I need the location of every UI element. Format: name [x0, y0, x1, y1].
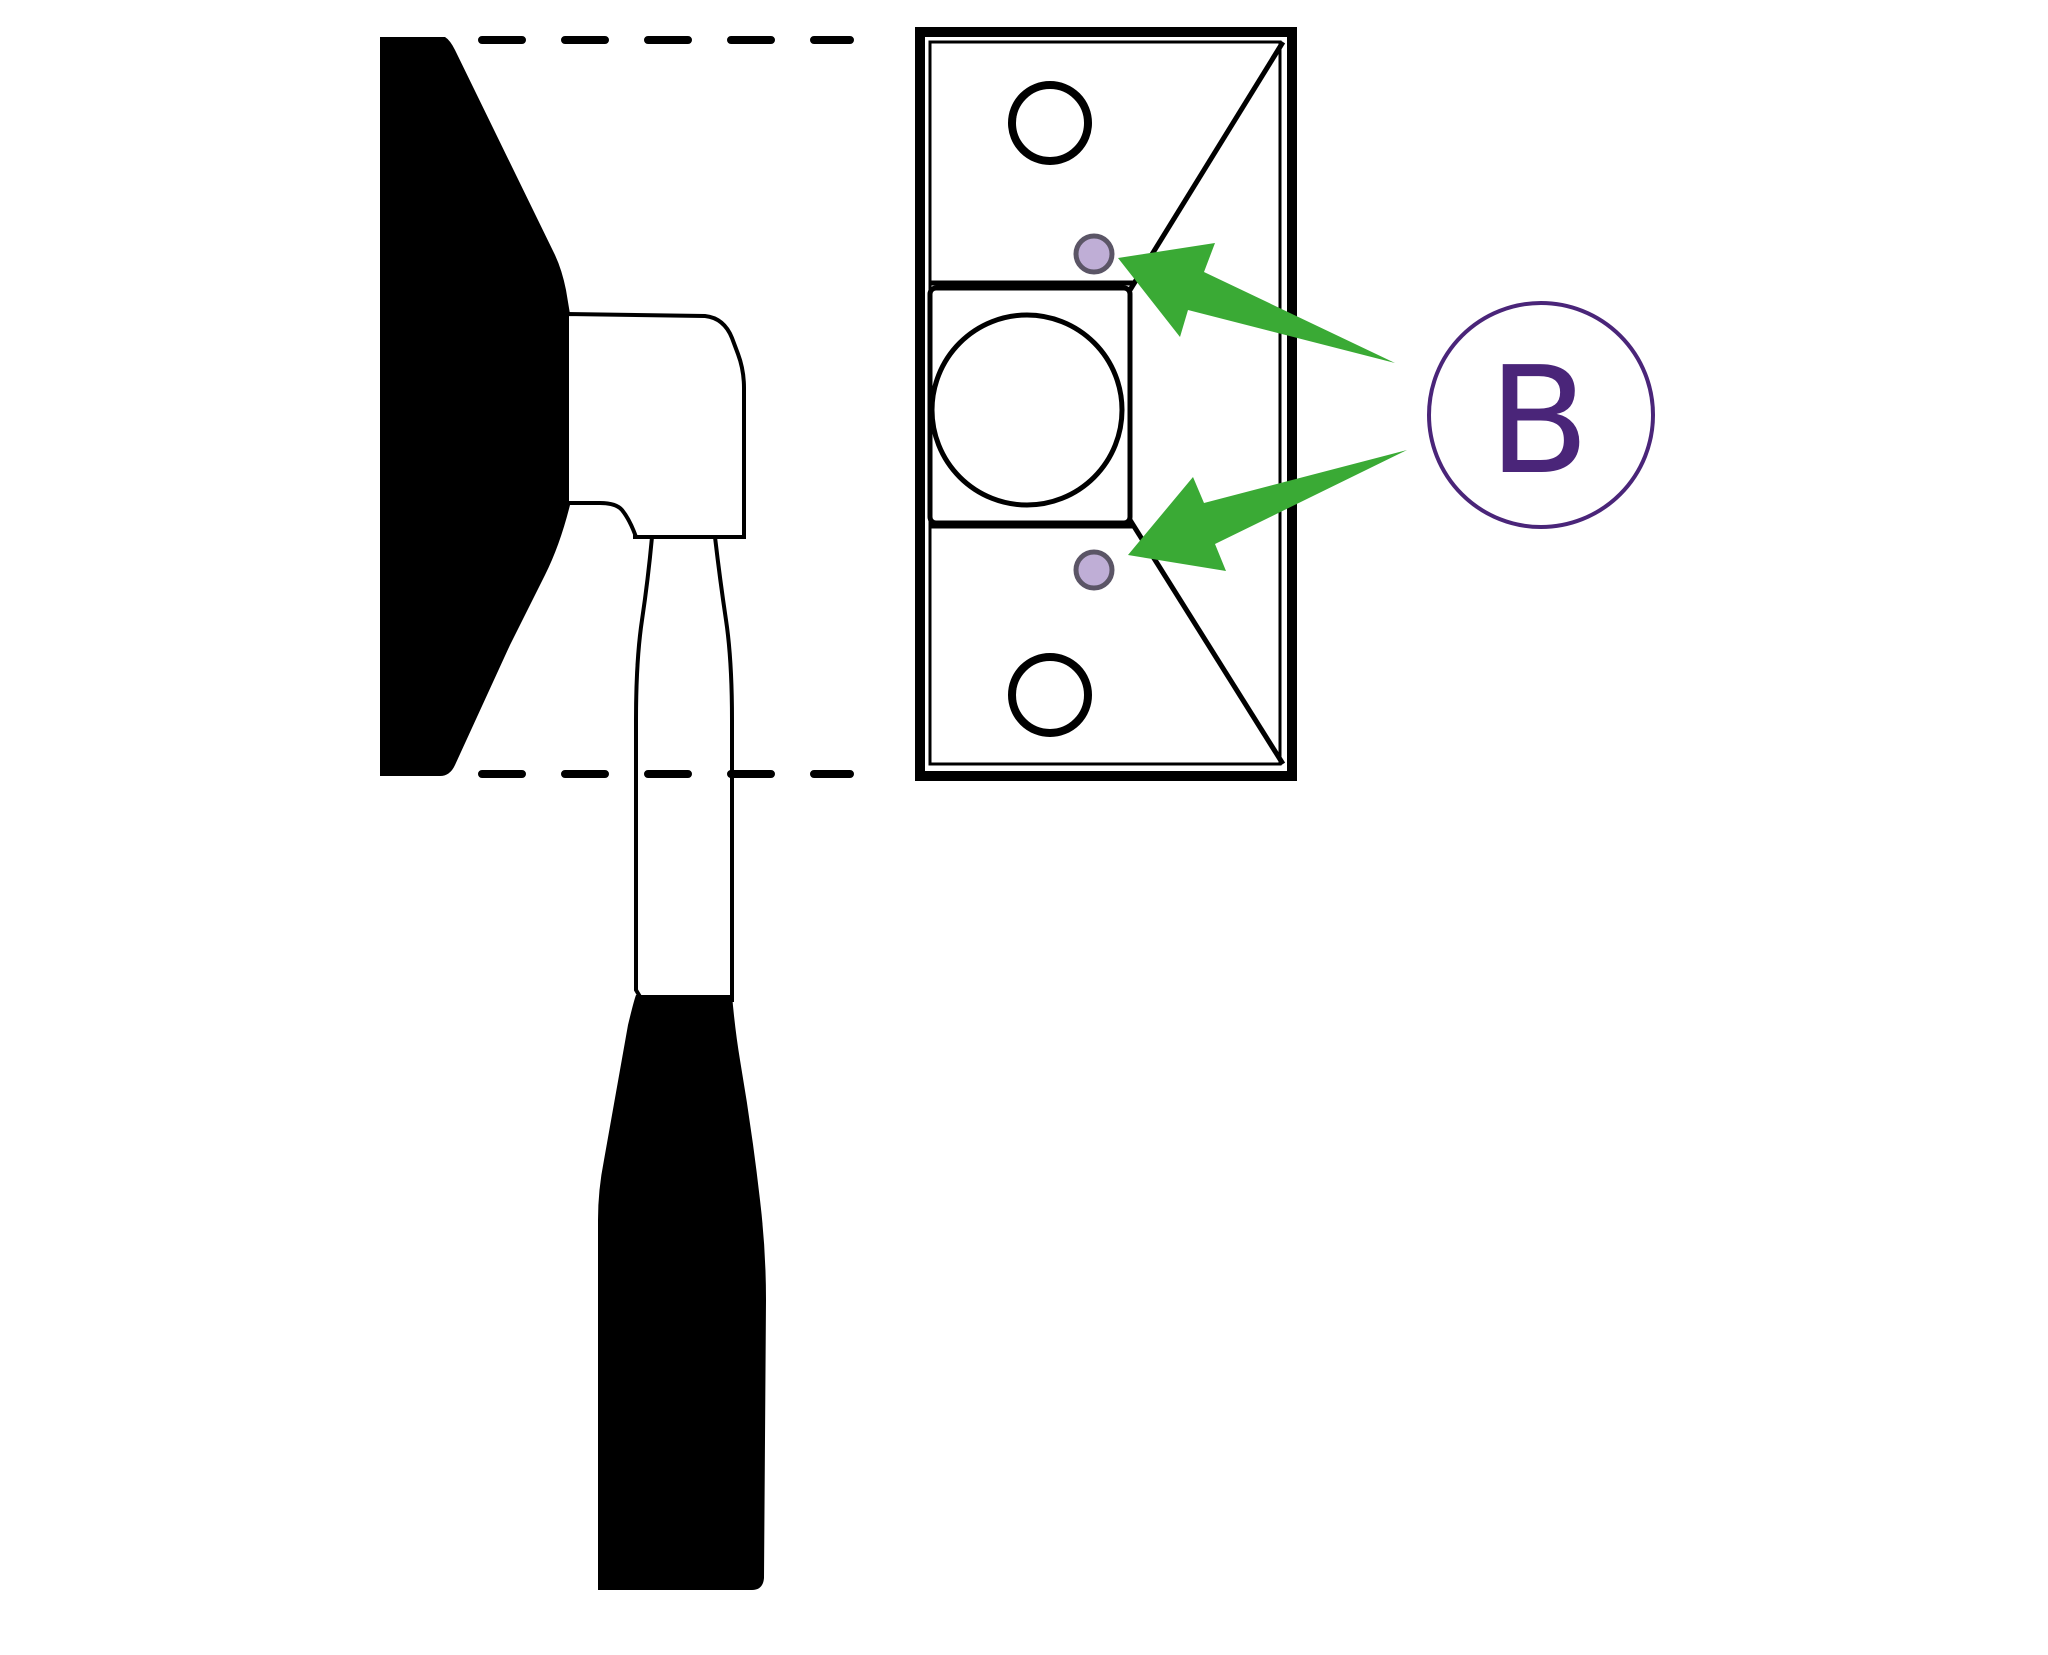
front-view-diagonal-lower	[1127, 518, 1286, 766]
side-view-stem	[633, 535, 734, 1002]
location-markers	[1073, 233, 1115, 591]
callout-circle	[1427, 301, 1655, 529]
side-view-handle	[598, 995, 766, 1590]
front-view-mounting-hole-top	[1008, 81, 1092, 165]
location-marker-upper	[1073, 233, 1115, 275]
front-view	[915, 27, 1297, 781]
side-view-base-plate	[380, 37, 570, 776]
front-view-mounting-hole-bottom	[1008, 653, 1092, 737]
pointer-arrows	[1118, 243, 1407, 571]
callout-label: B	[1488, 335, 1590, 507]
side-view	[380, 37, 766, 1590]
front-view-frame	[915, 27, 1297, 781]
front-view-center-boss	[927, 285, 1133, 526]
front-view-diagonal-upper	[1127, 40, 1286, 292]
projection-lines	[478, 36, 854, 778]
location-marker-lower	[1073, 549, 1115, 591]
side-view-arm	[565, 311, 746, 539]
front-view-inner-panel	[928, 40, 1282, 766]
front-view-center-hole	[929, 312, 1125, 508]
callout-b: B	[1427, 301, 1655, 529]
arrow-to-lower-marker-icon	[1128, 450, 1407, 571]
arrow-to-upper-marker-icon	[1118, 243, 1395, 363]
